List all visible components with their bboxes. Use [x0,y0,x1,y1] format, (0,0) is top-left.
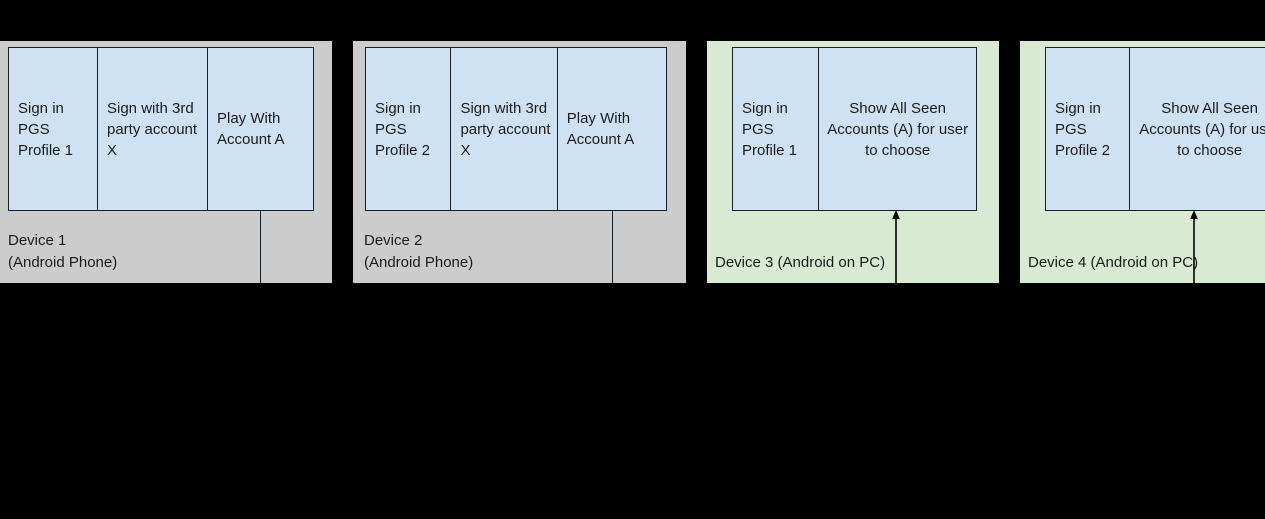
device-2-label: Device 2 (Android Phone) [364,232,474,271]
device-3-cell-1-label: Sign in PGS Profile 1 [742,99,798,159]
device-4-inbound-arrow [1190,210,1198,324]
device-4-cell-2-label: Show All Seen Accounts (A) for user to c… [1139,99,1265,159]
device-1-cell-2-label: Sign with 3rd party account X [107,99,198,159]
device-2-cell-1-label: Sign in PGS Profile 2 [375,99,431,159]
device-2-cell-3[interactable]: Play With Account A [556,48,666,210]
device-4-cell-2[interactable]: Show All Seen Accounts (A) for user to c… [1129,48,1265,210]
device-2-cell-2[interactable]: Sign with 3rd party account X [450,48,557,210]
device-1-cell-2[interactable]: Sign with 3rd party account X [97,48,207,210]
device-3-inbound-arrow [892,210,900,324]
device-2-panel-divider [612,211,613,283]
device-4-cell-1[interactable]: Sign in PGS Profile 2 [1046,48,1130,210]
device-3-label: Device 3 (Android on PC) [715,254,886,271]
device-panel-1: Sign in PGS Profile 1 Sign with 3rd part… [0,41,332,283]
device-3-cell-1[interactable]: Sign in PGS Profile 1 [733,48,819,210]
device-1-cell-1[interactable]: Sign in PGS Profile 1 [9,48,97,210]
device-panel-2: Sign in PGS Profile 2 Sign with 3rd part… [353,41,686,283]
device-1-cell-3-label: Play With Account A [217,110,285,148]
device-2-cell-2-label: Sign with 3rd party account X [460,99,551,159]
device-panel-3: Sign in PGS Profile 1 Show All Seen Acco… [707,41,999,324]
device-4-label: Device 4 (Android on PC) [1028,254,1199,271]
device-4-cell-1-label: Sign in PGS Profile 2 [1055,99,1111,159]
device-1-label: Device 1 (Android Phone) [8,232,118,271]
device-1-step-row: Sign in PGS Profile 1 Sign with 3rd part… [8,47,314,211]
device-4-step-row: Sign in PGS Profile 2 Show All Seen Acco… [1045,47,1265,211]
device-2-cell-1[interactable]: Sign in PGS Profile 2 [366,48,451,210]
device-2-step-row: Sign in PGS Profile 2 Sign with 3rd part… [365,47,667,211]
device-3-cell-2-label: Show All Seen Accounts (A) for user to c… [827,99,969,159]
device-1-cell-3[interactable]: Play With Account A [207,48,313,210]
device-2-cell-3-label: Play With Account A [566,110,635,148]
device-1-cell-1-label: Sign in PGS Profile 1 [18,99,74,159]
device-3-step-row: Sign in PGS Profile 1 Show All Seen Acco… [732,47,977,211]
device-3-cell-2[interactable]: Show All Seen Accounts (A) for user to c… [818,48,976,210]
device-1-panel-divider [260,211,261,283]
device-panel-4: Sign in PGS Profile 2 Show All Seen Acco… [1020,41,1265,324]
